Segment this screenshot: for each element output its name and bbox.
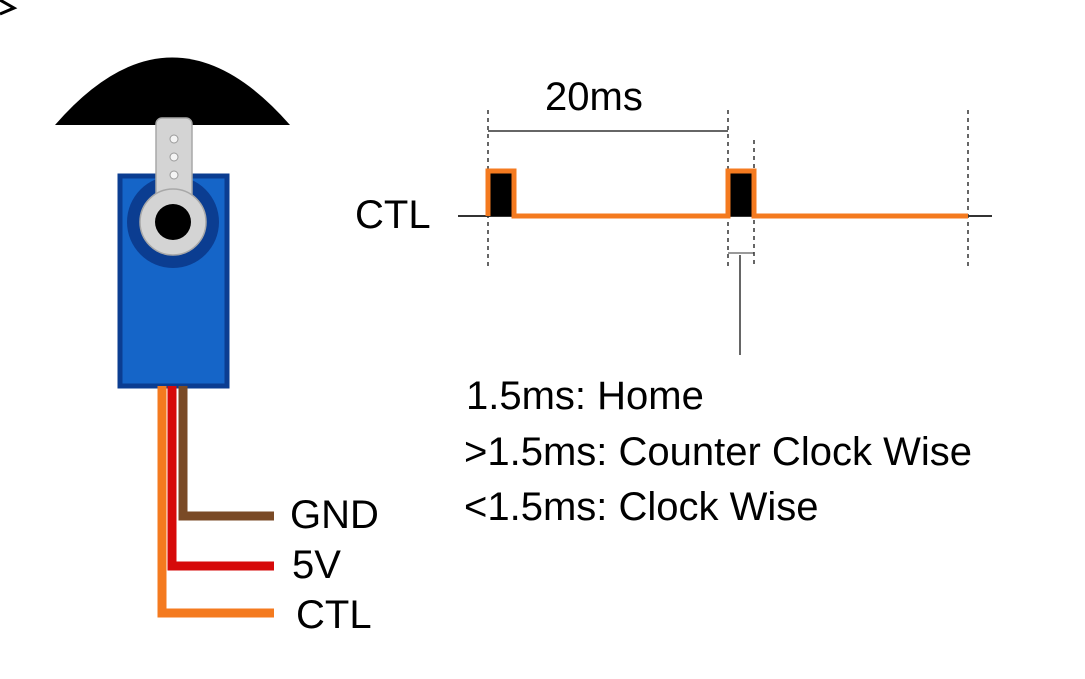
pwm-signal: CTL 20ms 1.5ms: Home >1.5ms: Counter Clo… bbox=[355, 75, 992, 529]
servo-arm-hole bbox=[169, 134, 179, 144]
pulse-fill bbox=[490, 172, 513, 216]
corner-mark bbox=[0, 0, 18, 16]
servo-arm-hole bbox=[169, 170, 179, 180]
signal-label: CTL bbox=[355, 193, 431, 237]
wire-label-gnd: GND bbox=[290, 493, 379, 537]
period-label: 20ms bbox=[545, 75, 643, 119]
servo-wire-5v bbox=[167, 386, 274, 571]
servo-horn-dome bbox=[55, 57, 290, 125]
wire-label-ctl: CTL bbox=[296, 593, 372, 637]
signal-trace bbox=[485, 168, 968, 219]
servo-wire-ctl bbox=[157, 386, 274, 618]
legend-counter-clockwise: >1.5ms: Counter Clock Wise bbox=[464, 430, 972, 474]
servo-wire-gnd bbox=[178, 386, 274, 521]
legend-home: 1.5ms: Home bbox=[466, 374, 704, 418]
servo-arm-hole bbox=[169, 152, 179, 162]
wire-label-5v: 5V bbox=[292, 543, 341, 587]
legend-clockwise: <1.5ms: Clock Wise bbox=[464, 485, 819, 529]
servo-hub-screw bbox=[155, 204, 191, 240]
servo-motor: GND 5V CTL bbox=[55, 57, 379, 637]
pulse-fill bbox=[730, 172, 753, 216]
